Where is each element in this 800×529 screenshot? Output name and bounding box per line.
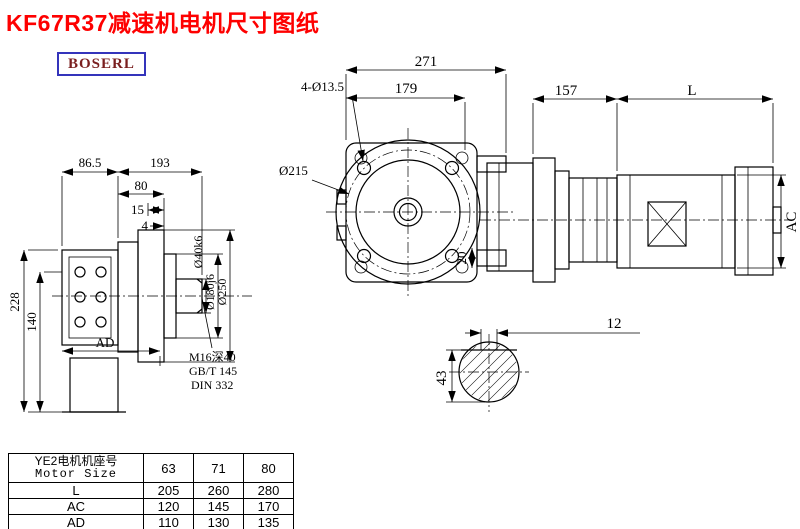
ad-value-71: 130 bbox=[193, 514, 244, 529]
dim-228-label: 228 bbox=[7, 292, 22, 312]
dim-157-label: 157 bbox=[555, 83, 578, 99]
page-title: KF67R37减速机电机尺寸图纸 bbox=[6, 10, 320, 36]
dim-86-5-label: 86.5 bbox=[79, 155, 102, 170]
dim-ad-label: AD bbox=[96, 335, 115, 350]
note-din-label: DIN 332 bbox=[191, 378, 233, 392]
dim-15-label: 15 bbox=[131, 202, 144, 217]
motor-size-table: YE2电机机座号 Motor Size 63 71 80 L 205 260 2… bbox=[8, 453, 294, 529]
table-row-ad: AD 110 130 135 bbox=[8, 514, 294, 529]
table-header-cn: YE2电机机座号 bbox=[34, 454, 118, 468]
note-gb-label: GB/T 145 bbox=[189, 364, 237, 378]
technical-drawing: 86.5 193 80 15 4 228 140 AD Ø40k6 Ø180j6… bbox=[7, 54, 800, 413]
dim-bolt-circle-label: Ø215 bbox=[279, 163, 308, 178]
table-header-en: Motor Size bbox=[34, 467, 117, 481]
row-label-ad: AD bbox=[8, 514, 144, 529]
dim-179-label: 179 bbox=[395, 81, 418, 97]
dim-l-label: L bbox=[687, 83, 696, 99]
dim-43-label: 43 bbox=[434, 371, 450, 386]
dim-20-label: 20 bbox=[454, 252, 469, 265]
brand-logo-text: BOSERL bbox=[68, 56, 135, 72]
ad-value-63: 110 bbox=[143, 514, 194, 529]
l-value-63: 205 bbox=[143, 482, 194, 499]
gearbox-front-view: 271 179 4-Ø13.5 Ø215 20 bbox=[279, 54, 514, 296]
ad-value-80: 135 bbox=[243, 514, 294, 529]
ac-value-63: 120 bbox=[143, 498, 194, 515]
shaft-section-view: 12 43 bbox=[434, 316, 640, 412]
table-size-71: 71 bbox=[193, 453, 244, 483]
l-value-71: 260 bbox=[193, 482, 244, 499]
ac-value-71: 145 bbox=[193, 498, 244, 515]
table-row-ac: AC 120 145 170 bbox=[8, 498, 294, 515]
row-label-l: L bbox=[8, 482, 144, 499]
table-header-motor-size: YE2电机机座号 Motor Size bbox=[8, 453, 144, 483]
dim-193-label: 193 bbox=[150, 155, 170, 170]
l-value-80: 280 bbox=[243, 482, 294, 499]
table-header-row: YE2电机机座号 Motor Size 63 71 80 bbox=[8, 453, 294, 483]
dim-shaft-dia-label: Ø40k6 bbox=[191, 236, 205, 269]
ac-value-80: 170 bbox=[243, 498, 294, 515]
dim-140-label: 140 bbox=[24, 312, 39, 332]
dim-holes-label: 4-Ø13.5 bbox=[301, 79, 344, 94]
dim-ac-label: AC bbox=[784, 212, 800, 233]
dim-271-label: 271 bbox=[415, 54, 438, 70]
note-thread-label: M16深40 bbox=[189, 350, 236, 364]
gearbox-side-view: 86.5 193 80 15 4 228 140 AD Ø40k6 Ø180j6… bbox=[7, 155, 252, 413]
table-row-l: L 205 260 280 bbox=[8, 482, 294, 499]
dim-12-label: 12 bbox=[607, 316, 622, 332]
dim-flange-dia-label: Ø250 bbox=[215, 279, 229, 306]
table-size-80: 80 bbox=[243, 453, 294, 483]
row-label-ac: AC bbox=[8, 498, 144, 515]
motor-side-view: 157 L AC bbox=[480, 83, 800, 283]
dim-80-label: 80 bbox=[135, 178, 148, 193]
table-size-63: 63 bbox=[143, 453, 194, 483]
dim-spigot-dia-label: Ø180j6 bbox=[203, 274, 217, 310]
brand-logo-box: BOSERL bbox=[57, 52, 146, 76]
dim-4-label: 4 bbox=[142, 218, 149, 233]
